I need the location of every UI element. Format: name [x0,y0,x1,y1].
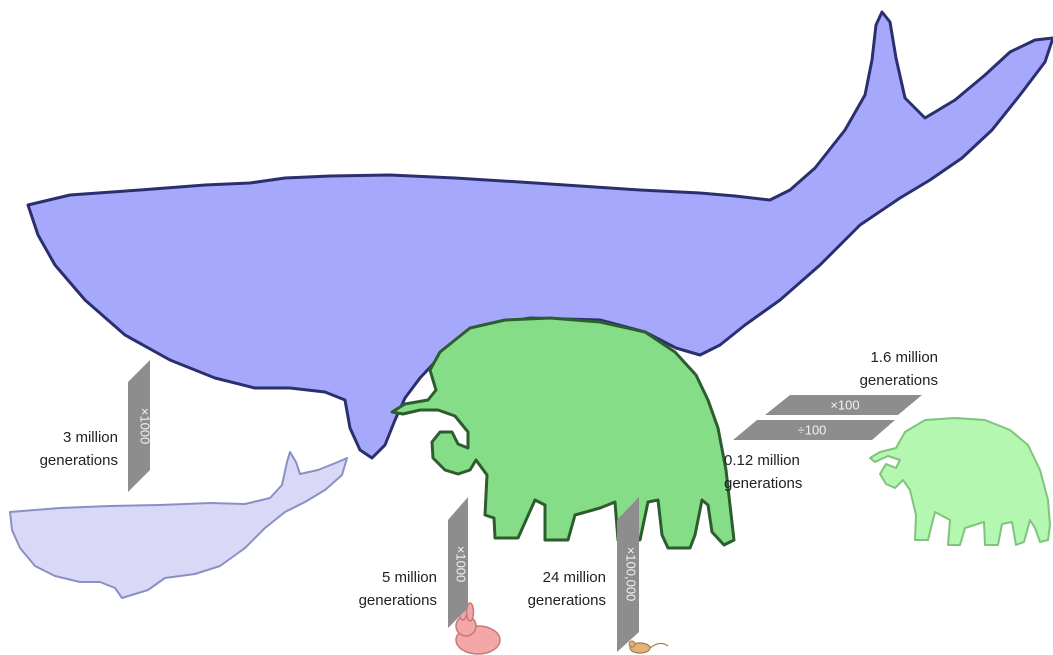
rabbit-to-elephant-factor: ×1000 [454,546,469,583]
elephant-shrink-arrow: ÷100 [733,420,895,440]
small-elephant-silhouette [870,418,1050,545]
whale-growth-arrow: ×1000 [128,360,153,492]
mouse-generations-line1: 24 million [543,569,606,586]
mouse-generations-line2: generations [528,592,606,609]
rabbit-generations-line1: 5 million [382,569,437,586]
rabbit-generations-line2: generations [359,592,437,609]
elephant-shrink-factor: ÷100 [798,422,827,437]
mouse-silhouette [629,641,668,653]
whale-generations-line2: generations [40,452,118,469]
elephant-shrink-generations-line1: 0.12 million [724,452,800,469]
large-elephant-silhouette [392,318,734,548]
elephant-growth-arrow: ×100 [765,395,922,415]
whale-growth-factor: ×1000 [138,408,153,445]
small-whale-silhouette [10,452,347,598]
whale-generations-line1: 3 million [63,429,118,446]
elephant-growth-factor: ×100 [830,397,859,412]
rabbit-to-elephant-arrow: ×1000 [448,497,469,628]
mouse-to-elephant-arrow: ×100,000 [617,497,639,652]
mouse-to-elephant-factor: ×100,000 [624,547,639,602]
elephant-shrink-generations-line2: generations [724,475,802,492]
